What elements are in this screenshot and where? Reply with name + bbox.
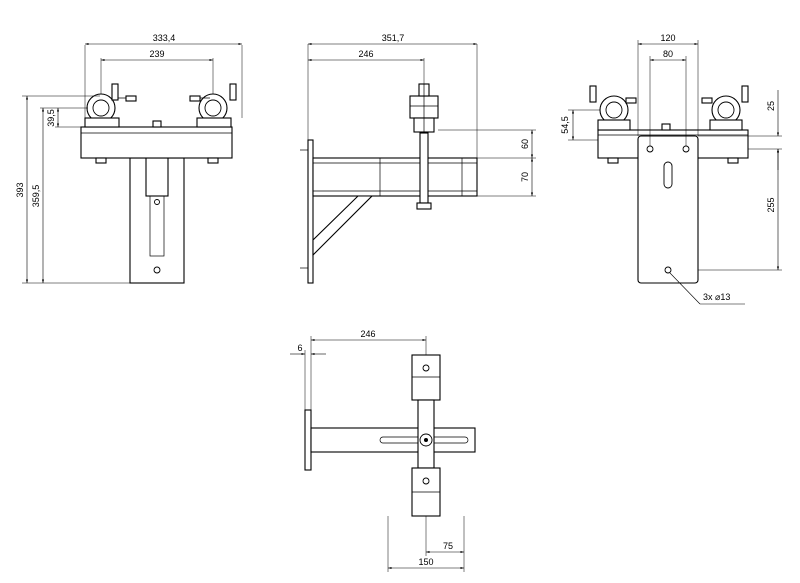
side-clamp [409, 83, 439, 133]
side-dimensions: 351,7 246 60 70 [307, 33, 536, 197]
rear-plate-width-label: 120 [660, 33, 675, 43]
top-dimensions: 246 6 75 150 [290, 329, 465, 572]
top-arm [310, 427, 476, 453]
front-overall-width-label: 333,4 [153, 33, 176, 43]
rear-slot-spacing-label: 80 [663, 49, 673, 59]
rear-plate-height-label: 255 [766, 197, 776, 212]
rear-dimensions: 120 80 25 255 54,5 3x ⌀13 [560, 33, 782, 305]
rear-top-offset-label: 25 [766, 101, 776, 111]
rear-clamp-offset-label: 54,5 [560, 116, 570, 134]
rear-view [589, 85, 749, 284]
rear-mounting-plate [637, 135, 699, 284]
side-view [300, 83, 478, 284]
front-bracket-height-label: 359,5 [31, 185, 41, 208]
side-overall-depth-label: 351,7 [382, 33, 405, 43]
top-arm-length-label: 246 [360, 329, 375, 339]
front-view [80, 83, 237, 284]
side-arm-length-label: 246 [358, 49, 373, 59]
top-clamp-upper [411, 354, 441, 401]
side-clamp-height-label: 60 [520, 139, 530, 149]
rear-clamp-left [589, 85, 637, 131]
top-clamp-half-width-label: 75 [443, 541, 453, 551]
top-wall-plate [304, 409, 312, 471]
front-clamp-spacing-label: 239 [149, 49, 164, 59]
side-arm [312, 157, 478, 197]
front-clamp-offset-label: 39,5 [46, 109, 56, 127]
side-arm-height-label: 70 [520, 172, 530, 182]
top-plate-thickness-label: 6 [297, 343, 302, 353]
rear-clamp-right [701, 85, 749, 131]
front-upright-tube [145, 157, 169, 197]
front-clamp-right [189, 83, 237, 128]
front-clamp-left [84, 83, 137, 128]
side-wall-plate [307, 139, 314, 284]
front-overall-height-label: 393 [15, 182, 25, 197]
top-clamp-width-label: 150 [418, 557, 433, 567]
front-dimensions: 333,4 239 393 359,5 39,5 [15, 33, 243, 284]
top-view [304, 354, 476, 517]
side-brace [312, 195, 374, 257]
rear-hole-callout: 3x ⌀13 [703, 292, 730, 302]
rear-slot [663, 161, 673, 189]
front-plate-hole [153, 266, 161, 274]
front-crossbar [80, 126, 233, 159]
